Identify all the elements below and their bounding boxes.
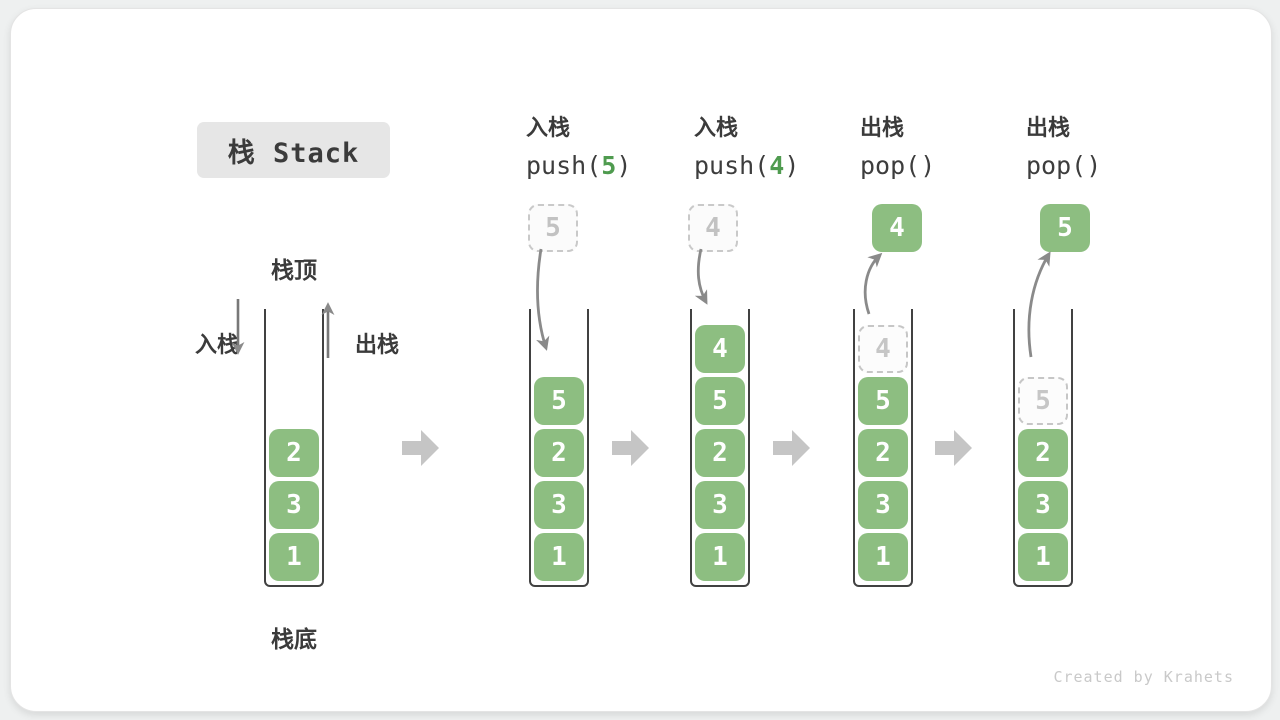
stack-item: 3 <box>534 481 584 529</box>
stack-item: 2 <box>858 429 908 477</box>
stack-item: 2 <box>269 429 319 477</box>
code-post: ) <box>1086 151 1102 181</box>
stack-item: 2 <box>695 429 745 477</box>
code-post: ) <box>784 151 800 181</box>
code-post: ) <box>616 151 632 181</box>
stack-after-push-5: 5 2 3 1 <box>529 309 589 587</box>
stack-item: 2 <box>534 429 584 477</box>
op-code: pop() <box>1026 152 1186 180</box>
code-pre: push( <box>694 151 770 181</box>
stack-bottom-label: 栈底 <box>271 626 317 652</box>
stack-item: 1 <box>269 533 319 581</box>
stack-after-push-4: 4 5 2 3 1 <box>690 309 750 587</box>
stack-item-ghost: 4 <box>858 325 908 373</box>
stack-item: 3 <box>1018 481 1068 529</box>
stack-item: 1 <box>695 533 745 581</box>
stack-after-pop-5: 5 2 3 1 <box>1013 309 1073 587</box>
op-header-push-5: 入栈 push(5) <box>526 115 686 180</box>
op-code: pop() <box>860 152 1020 180</box>
stack-after-pop-4: 4 5 2 3 1 <box>853 309 913 587</box>
stack-item: 3 <box>858 481 908 529</box>
watermark: Created by Krahets <box>1053 668 1234 686</box>
floating-value-push-4: 4 <box>688 204 738 252</box>
stack-item: 3 <box>695 481 745 529</box>
push-side-label: 入栈 <box>194 332 239 357</box>
diagram-card: 栈 Stack 入栈 push(5) 入栈 push(4) 出栈 pop() 出… <box>10 8 1272 712</box>
stack-item: 3 <box>269 481 319 529</box>
stack-item: 2 <box>1018 429 1068 477</box>
stack-item: 1 <box>534 533 584 581</box>
floating-value-pop-4: 4 <box>872 204 922 252</box>
stack-top-label: 栈顶 <box>271 257 317 283</box>
stack-item: 5 <box>534 377 584 425</box>
stack-item-ghost: 5 <box>1018 377 1068 425</box>
floating-value-push-5: 5 <box>528 204 578 252</box>
pop-side-label: 出栈 <box>355 332 400 357</box>
op-label-cn: 出栈 <box>860 115 905 140</box>
code-post: ) <box>920 151 936 181</box>
stack-initial: 2 3 1 <box>264 309 324 587</box>
op-code: push(4) <box>694 152 854 180</box>
op-header-pop-5: 出栈 pop() <box>1026 115 1186 180</box>
op-header-pop-4: 出栈 pop() <box>860 115 1020 180</box>
code-arg: 5 <box>601 151 617 181</box>
floating-value-pop-5: 5 <box>1040 204 1090 252</box>
op-header-push-4: 入栈 push(4) <box>694 115 854 180</box>
stack-item: 5 <box>695 377 745 425</box>
stack-item: 1 <box>858 533 908 581</box>
title-label: 栈 Stack <box>227 137 360 169</box>
code-pre: pop( <box>860 151 921 181</box>
code-pre: push( <box>526 151 602 181</box>
code-pre: pop( <box>1026 151 1087 181</box>
stack-item: 1 <box>1018 533 1068 581</box>
title-badge: 栈 Stack <box>197 122 390 178</box>
op-label-cn: 出栈 <box>1026 115 1071 140</box>
op-code: push(5) <box>526 152 686 180</box>
stack-item: 5 <box>858 377 908 425</box>
op-label-cn: 入栈 <box>694 115 739 140</box>
code-arg: 4 <box>769 151 785 181</box>
op-label-cn: 入栈 <box>526 115 571 140</box>
stack-item: 4 <box>695 325 745 373</box>
